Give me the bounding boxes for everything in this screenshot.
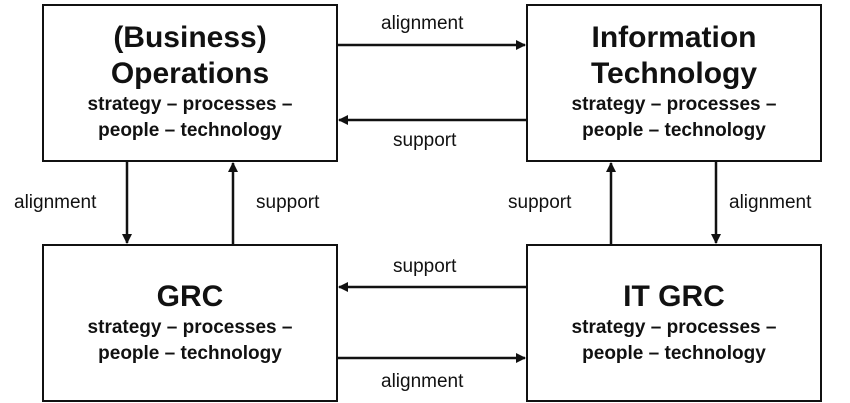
label-ops-to-it: alignment: [381, 13, 464, 34]
box-title-line1: (Business): [113, 21, 267, 54]
grc-box: GRC strategy – processes – people – tech…: [42, 244, 338, 402]
box-subtitle-line2: people – technology: [582, 343, 766, 364]
box-title-line2: Operations: [110, 57, 270, 90]
label-ops-to-grc: alignment: [14, 192, 97, 213]
box-title-line1: Information: [591, 21, 757, 54]
box-subtitle-line1: strategy – processes –: [571, 94, 777, 115]
label-itgrc-to-it: support: [508, 192, 572, 213]
box-title: GRC: [156, 280, 224, 313]
box-subtitle-line2: people – technology: [582, 120, 766, 141]
label-it-to-ops: support: [393, 130, 457, 151]
label-it-to-itgrc: alignment: [729, 192, 812, 213]
box-subtitle-line1: strategy – processes –: [87, 94, 293, 115]
label-itgrc-to-grc: support: [393, 256, 457, 277]
information-technology-box: Information Technology strategy – proces…: [526, 4, 822, 162]
label-grc-to-ops: support: [256, 192, 320, 213]
box-title: IT GRC: [623, 280, 725, 313]
box-subtitle-line1: strategy – processes –: [571, 317, 777, 338]
box-title-line2: Technology: [590, 57, 758, 90]
business-operations-box: (Business) Operations strategy – process…: [42, 4, 338, 162]
label-grc-to-itgrc: alignment: [381, 371, 464, 392]
box-subtitle-line2: people – technology: [98, 343, 282, 364]
box-subtitle-line2: people – technology: [98, 120, 282, 141]
box-subtitle-line1: strategy – processes –: [87, 317, 293, 338]
it-grc-box: IT GRC strategy – processes – people – t…: [526, 244, 822, 402]
